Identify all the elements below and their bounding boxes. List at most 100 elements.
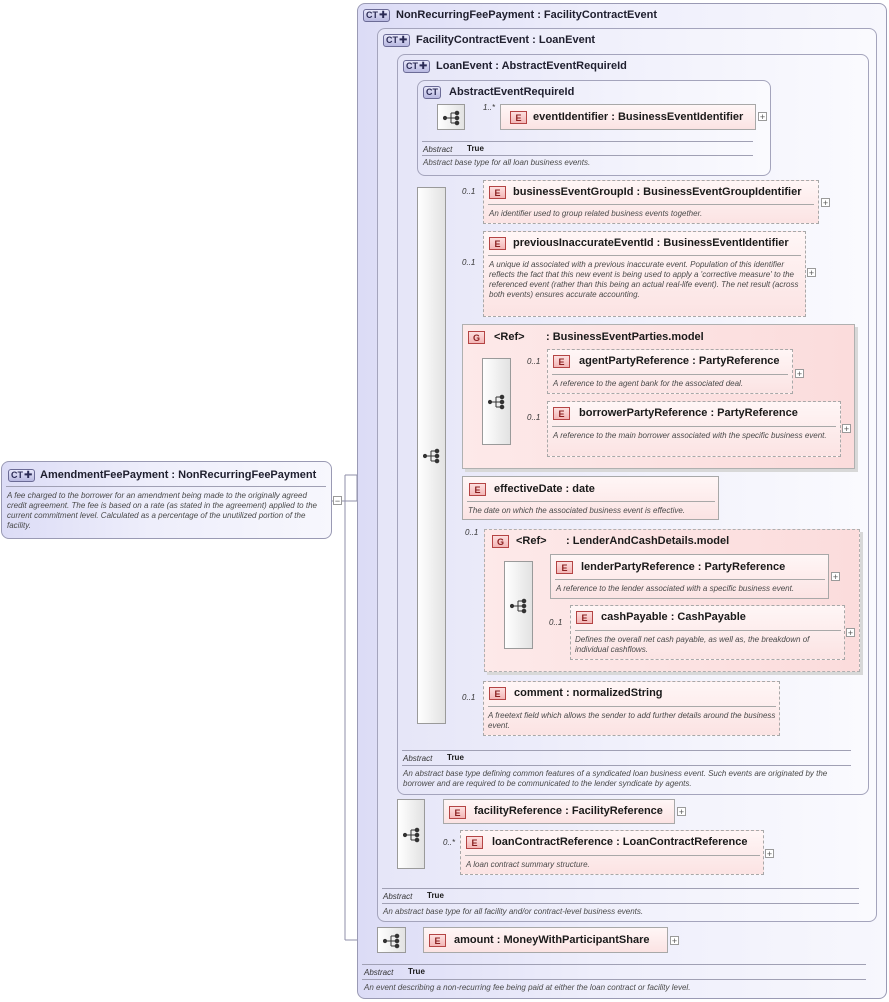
element-amount[interactable]: E amount : MoneyWithParticipantShare xyxy=(423,927,668,953)
occurrence: 0..1 xyxy=(465,528,479,537)
element-description: A reference to the main borrower associa… xyxy=(553,431,827,440)
collapse-toggle[interactable]: − xyxy=(333,496,342,506)
occurrence: 0..* xyxy=(443,838,456,847)
element-borrowerpartyreference[interactable]: E borrowerPartyReference : PartyReferenc… xyxy=(547,401,841,457)
element-name: eventIdentifier : BusinessEventIdentifie… xyxy=(533,111,744,123)
expand-toggle[interactable]: + xyxy=(795,369,804,379)
element-name: agentPartyReference : PartyReference xyxy=(579,355,780,367)
divider xyxy=(465,855,760,856)
ct1-description: An event describing a non-recurring fee … xyxy=(364,983,691,992)
element-badge: E xyxy=(429,934,446,947)
divider xyxy=(382,888,859,889)
element-name: facilityReference : FacilityReference xyxy=(474,805,663,817)
element-badge: E xyxy=(489,186,506,199)
element-badge: E xyxy=(469,483,486,496)
root-description: A fee charged to the borrower for an ame… xyxy=(7,491,317,530)
divider xyxy=(552,374,788,375)
sequence-compositor[interactable] xyxy=(504,561,533,649)
abstract-value: True xyxy=(467,144,484,153)
abstract-label: Abstract xyxy=(364,968,394,977)
expand-toggle[interactable]: + xyxy=(821,198,830,208)
occurrence: 0..1 xyxy=(527,357,541,366)
expand-toggle[interactable]: + xyxy=(846,628,855,638)
occurrence: 0..1 xyxy=(462,258,476,267)
divider xyxy=(422,155,753,156)
sequence-icon xyxy=(403,827,420,843)
ct1-title: NonRecurringFeePayment : FacilityContrac… xyxy=(396,9,658,21)
root-complex-type-box[interactable]: CT✚ AmendmentFeePayment : NonRecurringFe… xyxy=(1,461,332,539)
group-name: : LenderAndCashDetails.model xyxy=(566,535,730,547)
sequence-icon xyxy=(510,598,527,614)
expand-toggle[interactable]: + xyxy=(807,268,816,278)
abstract-value: True xyxy=(427,891,444,900)
sequence-icon xyxy=(423,448,440,464)
group-badge: G xyxy=(492,535,509,548)
element-name: amount : MoneyWithParticipantShare xyxy=(454,934,650,946)
complex-type-badge: CT✚ xyxy=(403,60,431,73)
element-effectivedate[interactable]: E effectiveDate : date The date on which… xyxy=(462,476,719,520)
sequence-icon xyxy=(383,933,400,949)
expand-icon: ✚ xyxy=(379,10,388,21)
divider xyxy=(488,255,801,256)
element-badge: E xyxy=(553,355,570,368)
element-eventidentifier[interactable]: E eventIdentifier : BusinessEventIdentif… xyxy=(500,104,756,130)
divider xyxy=(467,501,715,502)
element-businesseventgroupid[interactable]: E businessEventGroupId : BusinessEventGr… xyxy=(483,180,819,224)
element-name: businessEventGroupId : BusinessEventGrou… xyxy=(513,186,802,198)
element-name: borrowerPartyReference : PartyReference xyxy=(579,407,798,419)
divider xyxy=(488,204,814,205)
element-description: A loan contract summary structure. xyxy=(466,860,590,869)
expand-toggle[interactable]: + xyxy=(758,112,767,122)
divider xyxy=(488,706,776,707)
element-description: Defines the overall net cash payable, as… xyxy=(575,635,810,654)
element-facilityreference[interactable]: E facilityReference : FacilityReference xyxy=(443,799,675,824)
sequence-compositor[interactable] xyxy=(437,104,465,130)
element-badge: E xyxy=(553,407,570,420)
expand-icon: ✚ xyxy=(24,470,33,481)
abstract-value: True xyxy=(447,753,464,762)
element-lenderpartyreference[interactable]: E lenderPartyReference : PartyReference … xyxy=(550,554,829,599)
element-loancontractreference[interactable]: E loanContractReference : LoanContractRe… xyxy=(460,830,764,875)
complex-type-badge: CT xyxy=(423,86,441,99)
occurrence: 0..1 xyxy=(527,413,541,422)
complex-type-badge: CT✚ xyxy=(383,34,411,47)
group-badge: G xyxy=(468,331,485,344)
group-ref: <Ref> xyxy=(516,535,547,547)
element-badge: E xyxy=(510,111,527,124)
element-badge: E xyxy=(576,611,593,624)
divider xyxy=(382,903,859,904)
sequence-icon xyxy=(488,394,505,410)
sequence-compositor[interactable] xyxy=(417,187,446,724)
divider xyxy=(402,765,851,766)
root-title: AmendmentFeePayment : NonRecurringFeePay… xyxy=(40,469,317,481)
element-agentpartyreference[interactable]: E agentPartyReference : PartyReference A… xyxy=(547,349,793,394)
abstract-label: Abstract xyxy=(403,754,433,763)
element-badge: E xyxy=(489,237,506,250)
sequence-compositor[interactable] xyxy=(397,799,425,869)
element-name: cashPayable : CashPayable xyxy=(601,611,746,623)
expand-toggle[interactable]: + xyxy=(765,849,774,859)
divider xyxy=(575,630,841,631)
ct2-title: FacilityContractEvent : LoanEvent xyxy=(416,34,596,46)
expand-toggle[interactable]: + xyxy=(831,572,840,582)
occurrence: 1..* xyxy=(483,103,496,112)
element-previousinaccurateeventid[interactable]: E previousInaccurateEventId : BusinessEv… xyxy=(483,231,806,317)
element-description: A unique id associated with a previous i… xyxy=(489,260,799,299)
expand-toggle[interactable]: + xyxy=(677,807,686,817)
sequence-compositor[interactable] xyxy=(482,358,511,445)
divider xyxy=(362,979,866,980)
element-badge: E xyxy=(449,806,466,819)
divider xyxy=(6,486,326,487)
element-comment[interactable]: E comment : normalizedString A freetext … xyxy=(483,681,780,736)
abstract-value: True xyxy=(408,967,425,976)
expand-icon: ✚ xyxy=(399,35,408,46)
element-description: A reference to the agent bank for the as… xyxy=(553,379,744,388)
element-badge: E xyxy=(466,836,483,849)
element-cashpayable[interactable]: E cashPayable : CashPayable Defines the … xyxy=(570,605,845,660)
element-description: A freetext field which allows the sender… xyxy=(488,711,776,730)
expand-toggle[interactable]: + xyxy=(842,424,851,434)
element-description: An identifier used to group related busi… xyxy=(489,209,703,218)
abstract-label: Abstract xyxy=(423,145,453,154)
expand-toggle[interactable]: + xyxy=(670,936,679,946)
sequence-compositor[interactable] xyxy=(377,927,406,953)
